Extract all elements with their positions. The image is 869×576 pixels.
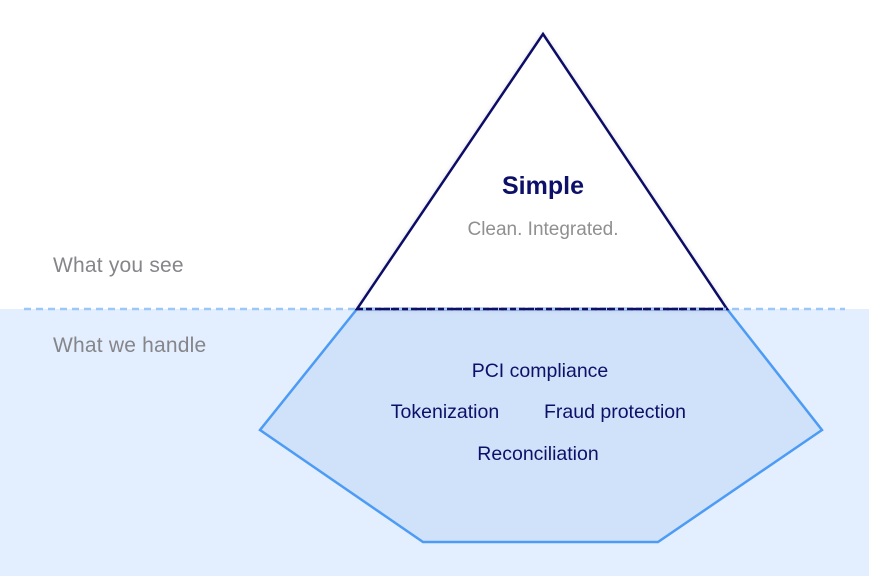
label-what-you-see: What you see xyxy=(53,254,184,277)
base-item-tokenization: Tokenization xyxy=(390,401,500,423)
base-item-fraud-protection: Fraud protection xyxy=(544,401,686,423)
tip-subtitle: Clean. Integrated. xyxy=(467,219,619,240)
base-item-pci-compliance: PCI compliance xyxy=(471,360,609,382)
label-what-we-handle: What we handle xyxy=(53,334,207,357)
base-item-reconciliation: Reconciliation xyxy=(477,443,599,465)
iceberg-base-shape xyxy=(258,307,824,544)
tip-title: Simple xyxy=(502,172,584,200)
